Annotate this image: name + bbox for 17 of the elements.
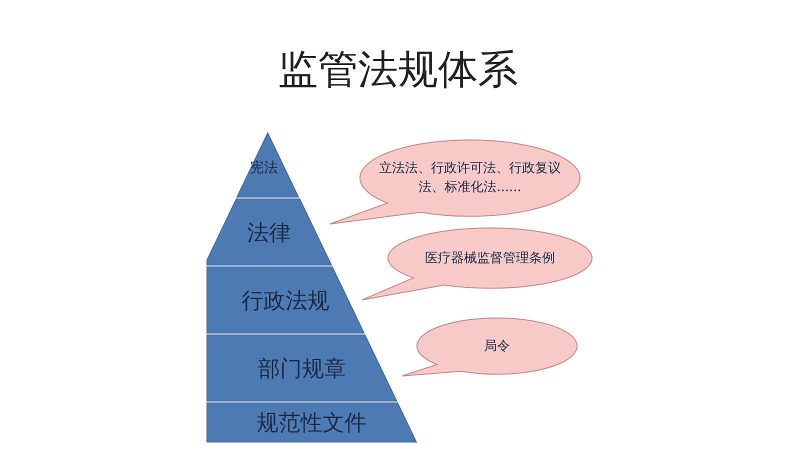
speech-bubble — [362, 228, 592, 300]
label: 宪法 — [248, 159, 279, 177]
label: 规范性文件 — [256, 410, 368, 438]
pyramid-tier — [207, 335, 397, 401]
label: 部门规章 — [256, 356, 347, 384]
label: 立法法、行政许可法、行政复议法、标准化法...... — [378, 160, 562, 197]
label: 局令 — [483, 338, 511, 356]
pyramid-tier — [207, 403, 416, 442]
pyramid-tier — [207, 199, 332, 265]
title: 监管法规体系 — [277, 46, 519, 95]
pyramid-tier — [237, 133, 299, 197]
speech-bubble — [330, 140, 580, 224]
label: 行政法规 — [240, 288, 330, 316]
pyramid-tier — [207, 267, 364, 333]
label: 法律 — [246, 220, 292, 248]
speech-bubble — [402, 318, 577, 376]
label: 医疗器械监督管理条例 — [424, 250, 556, 268]
